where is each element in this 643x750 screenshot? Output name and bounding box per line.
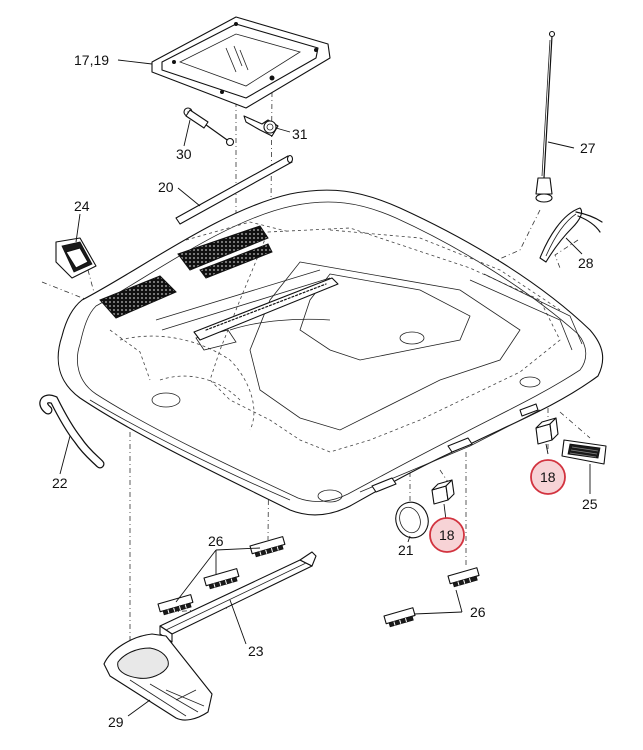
clip-set-part: [157, 536, 480, 628]
clip-part-b: [535, 417, 559, 445]
highlight-circle-18b: [429, 517, 465, 553]
hinge-part: [243, 115, 279, 137]
leader-lines: [59, 59, 591, 717]
part-label-26a: 26: [208, 533, 224, 549]
part-label-25: 25: [582, 496, 598, 512]
highlight-circle-18a: [530, 459, 566, 495]
part-label-21: 21: [398, 542, 414, 558]
part-label-31: 31: [292, 126, 308, 142]
gas-strut-part: [183, 107, 235, 147]
antenna-part: [535, 30, 556, 203]
part-label-27: 27: [580, 140, 596, 156]
part-label-29: 29: [108, 714, 124, 730]
cable-grommet-part: [539, 207, 603, 263]
part-label-24: 24: [74, 198, 90, 214]
part-label-28: 28: [578, 255, 594, 271]
lamp-housing-part: [103, 633, 213, 721]
grille-part: [561, 439, 607, 465]
vent-cap-part: [55, 237, 97, 279]
cap-part: [395, 501, 429, 539]
part-label-22: 22: [52, 475, 68, 491]
trim-strip-part: [159, 551, 317, 643]
roof-shell: [57, 189, 604, 516]
part-label-26b: 26: [470, 604, 486, 620]
part-label-17-19: 17,19: [74, 52, 109, 68]
part-label-30: 30: [176, 146, 192, 162]
hose-part: [39, 394, 105, 469]
part-label-23: 23: [248, 643, 264, 659]
rod-part: [175, 154, 294, 225]
clip-part-a: [431, 479, 455, 505]
part-label-18b: 18: [439, 527, 455, 543]
roof-window-part: [151, 16, 331, 109]
part-label-18a: 18: [540, 469, 556, 485]
part-label-20: 20: [158, 179, 174, 195]
